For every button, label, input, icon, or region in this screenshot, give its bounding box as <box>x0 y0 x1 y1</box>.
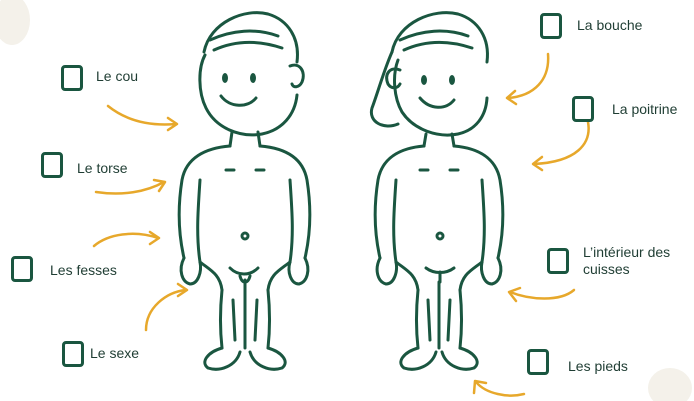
arrow-bouche <box>507 54 548 104</box>
arrow-torse <box>96 180 165 194</box>
label-bouche: La bouche <box>577 17 642 33</box>
label-interieur-cuisses: L’intérieur des cuisses <box>583 244 691 278</box>
checkbox-interieur-cuisses[interactable] <box>547 248 569 274</box>
checkbox-bouche[interactable] <box>540 13 562 39</box>
eye-icon <box>222 73 228 83</box>
checkbox-torse[interactable] <box>41 152 63 178</box>
boy-figure <box>179 13 310 370</box>
checkbox-poitrine[interactable] <box>572 96 594 122</box>
arrow-interieur-cuisses <box>509 288 574 301</box>
label-fesses: Les fesses <box>50 262 117 278</box>
arrow-pieds <box>474 381 524 396</box>
label-sexe: Le sexe <box>90 345 139 361</box>
decorative-blob <box>0 0 30 45</box>
checkbox-cou[interactable] <box>61 65 83 91</box>
eye-icon <box>449 75 455 85</box>
checkbox-pieds[interactable] <box>527 349 549 375</box>
arrow-cou <box>108 106 177 130</box>
arrow-fesses <box>94 232 159 246</box>
checkbox-fesses[interactable] <box>11 256 33 282</box>
arrow-sexe <box>146 284 187 330</box>
decorative-blob <box>648 368 692 401</box>
arrow-poitrine <box>533 122 589 170</box>
label-torse: Le torse <box>77 160 128 176</box>
label-cou: Le cou <box>96 68 138 84</box>
eye-icon <box>421 75 427 85</box>
checkbox-sexe[interactable] <box>62 341 84 367</box>
pointer-arrows <box>94 54 589 396</box>
girl-figure <box>371 13 502 370</box>
label-pieds: Les pieds <box>568 358 628 374</box>
eye-icon <box>250 73 256 83</box>
label-poitrine: La poitrine <box>612 101 677 117</box>
